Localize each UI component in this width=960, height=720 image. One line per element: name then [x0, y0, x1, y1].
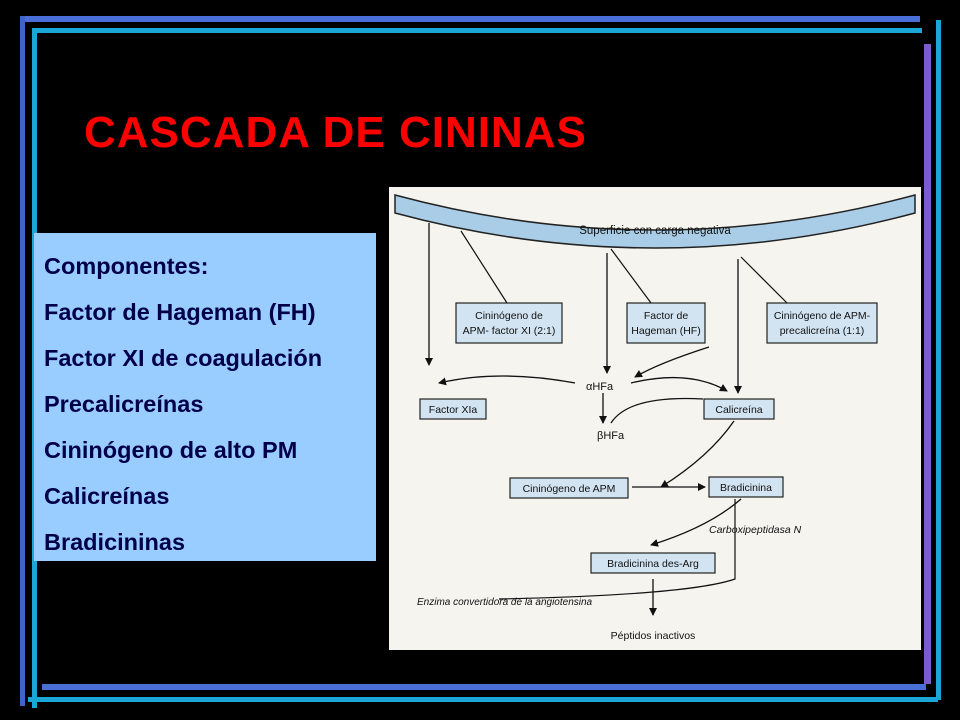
box-hageman-factor-line2: Hageman (HF) — [631, 325, 700, 337]
frame-bar-top-blue — [20, 16, 920, 22]
component-item: Bradicininas — [44, 529, 186, 555]
line-surface-to-apm-pk — [740, 256, 788, 304]
box-factor-xia-label: Factor XIa — [429, 404, 478, 416]
component-item: Cininógeno de alto PM — [44, 437, 298, 463]
box-cininogeno-apm — [509, 477, 629, 499]
arrow-enzima-from-bradicinina — [498, 499, 736, 600]
alpha-hfa-label: αHFa — [586, 381, 614, 393]
box-factor-xia — [419, 398, 487, 420]
box-apm-factor-xi-line1: Cininógeno de — [475, 310, 543, 322]
box-apm-factor-xi — [455, 302, 563, 344]
box-bradicinina — [708, 476, 784, 498]
line-surface-to-hf — [610, 248, 652, 304]
arrow-bradicinina-to-des-arg — [650, 498, 742, 547]
box-apm-precalicreina-line2: precalicreína (1:1) — [780, 325, 865, 337]
component-item: Factor de Hageman (FH) — [44, 299, 316, 325]
frame-bar-bottom-blue — [42, 684, 926, 690]
enzima-label: Enzima convertidora de la angiotensina — [417, 597, 593, 608]
beta-hfa-label: βHFa — [597, 430, 625, 442]
frame-bar-right-cyan — [936, 20, 941, 700]
kinin-cascade-diagram: Superficie con carga negativa Cininógeno… — [389, 187, 921, 650]
peptidos-label: Péptidos inactivos — [611, 630, 696, 642]
box-hageman-factor-line1: Factor de — [644, 310, 689, 322]
component-item: Precalicreínas — [44, 391, 204, 417]
surface-label: Superficie con carga negativa — [579, 225, 731, 237]
box-cininogeno-apm-label: Cininógeno de APM — [523, 483, 616, 495]
frame-bar-bottom-cyan — [28, 697, 938, 702]
arrow-alpha-to-factor-xia — [438, 375, 576, 386]
components-panel: Componentes: Factor de Hageman (FH) Fact… — [34, 233, 376, 561]
diagram-svg: Superficie con carga negativa Cininógeno… — [394, 194, 916, 642]
box-bradicinina-des-arg-label: Bradicinina des-Arg — [607, 558, 699, 570]
box-apm-factor-xi-line2: APM- factor XI (2:1) — [463, 325, 556, 337]
line-surface-to-apm-xi — [460, 230, 508, 304]
box-calicreina — [703, 398, 775, 420]
frame-bar-top-cyan — [32, 28, 922, 33]
component-item: Calicreínas — [44, 483, 170, 509]
box-apm-precalicreina — [766, 302, 878, 344]
arrow-calicreina-to-beta — [610, 397, 704, 424]
frame-bar-left-blue — [20, 16, 25, 706]
box-bradicinina-label: Bradicinina — [720, 482, 772, 494]
component-item: Factor XI de coagulación — [44, 345, 323, 371]
surface-band — [394, 194, 916, 249]
box-bradicinina-des-arg — [590, 552, 716, 574]
frame-bar-right-purple — [924, 44, 931, 684]
slide-title: CASCADA DE CININAS — [84, 108, 587, 157]
box-calicreina-label: Calicreína — [715, 404, 762, 416]
components-heading: Componentes: — [44, 253, 209, 279]
box-apm-precalicreina-line1: Cininógeno de APM- — [774, 310, 871, 322]
arrow-calicreina-down — [660, 420, 735, 488]
box-hageman-factor — [626, 302, 706, 344]
carboxipeptidasa-label: Carboxipeptidasa N — [709, 524, 802, 536]
arrow-calicreina-to-alpha — [634, 346, 710, 378]
arrow-alpha-to-calicreina — [630, 376, 728, 392]
